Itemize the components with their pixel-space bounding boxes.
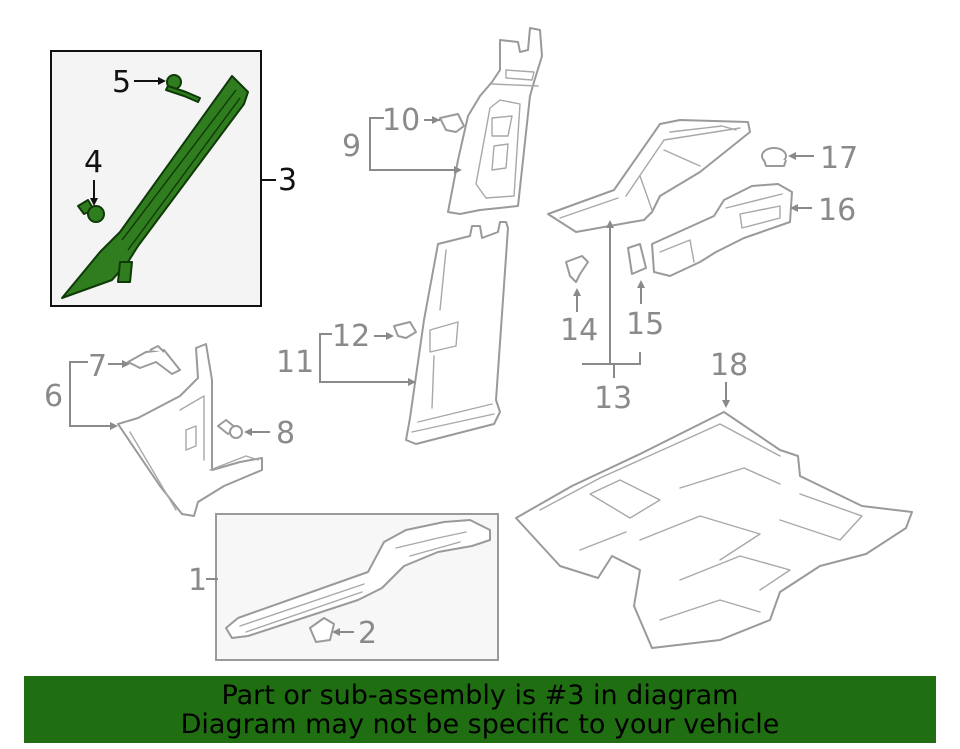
part-8-screw[interactable] — [217, 419, 243, 439]
callout-9: 9 — [342, 129, 361, 164]
callout-11: 11 — [276, 345, 314, 380]
callout-2: 2 — [358, 616, 377, 651]
part-15-clip[interactable] — [627, 243, 647, 275]
part-6-kick-panel[interactable] — [117, 343, 263, 517]
part-13-rear-sill[interactable] — [547, 119, 751, 233]
part-4-fastener[interactable] — [77, 199, 105, 223]
part-11-lower-b-pillar[interactable] — [405, 221, 509, 445]
part-10-clip[interactable] — [439, 113, 465, 133]
part-7-bracket[interactable] — [127, 345, 181, 375]
callout-4: 4 — [84, 145, 103, 180]
banner-line-2: Diagram may not be specific to your vehi… — [180, 708, 780, 740]
callout-6: 6 — [44, 379, 63, 414]
part-1-front-sill[interactable] — [225, 519, 491, 639]
callout-8: 8 — [276, 416, 295, 451]
callout-15: 15 — [626, 307, 664, 342]
part-12-clip[interactable] — [393, 321, 417, 339]
callout-14: 14 — [560, 313, 598, 348]
callout-7: 7 — [88, 349, 107, 384]
banner-line-1: Part or sub-assembly is #3 in diagram — [221, 679, 739, 711]
callout-16: 16 — [818, 193, 856, 228]
callout-10: 10 — [382, 103, 420, 138]
callout-13: 13 — [594, 381, 632, 416]
part-17-cap[interactable] — [761, 147, 787, 167]
callout-12: 12 — [332, 319, 370, 354]
callout-3: 3 — [278, 163, 297, 198]
part-5-clip[interactable] — [165, 74, 201, 103]
info-banner: Part or sub-assembly is #3 in diagram Di… — [24, 676, 936, 743]
part-18-floor-carpet[interactable] — [515, 411, 913, 649]
part-9-upper-b-pillar[interactable] — [447, 27, 543, 215]
callout-5: 5 — [112, 65, 131, 100]
callout-17: 17 — [820, 141, 858, 176]
callout-18: 18 — [710, 348, 748, 383]
part-16-bracket[interactable] — [651, 183, 793, 277]
part-14-clip[interactable] — [565, 255, 589, 283]
part-3-a-pillar-trim[interactable] — [61, 75, 249, 299]
callout-1: 1 — [188, 563, 207, 598]
